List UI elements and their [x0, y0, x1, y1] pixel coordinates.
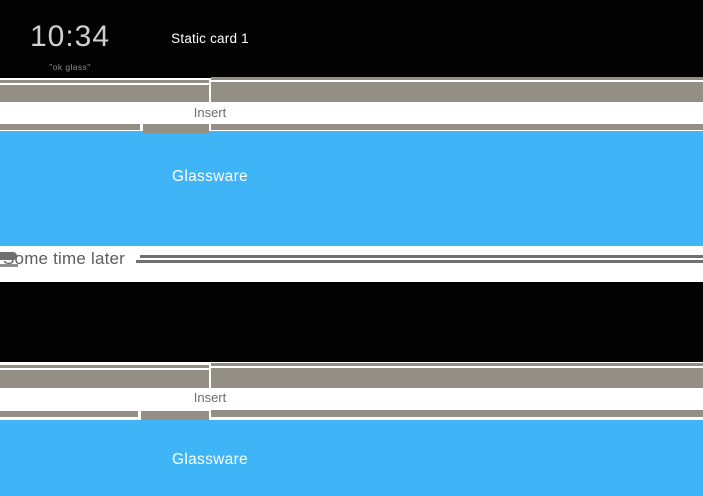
timeline-line-stub — [0, 252, 17, 260]
some-time-later-label: Some time later — [3, 249, 126, 268]
timeline-edge-bar — [211, 363, 703, 366]
glassware-label: Glassware — [172, 168, 248, 185]
insert-label: Insert — [193, 390, 227, 405]
insert-label: Insert — [193, 105, 227, 120]
glassware-card: Glassware — [0, 420, 703, 496]
glassware-label: Glassware — [172, 451, 248, 468]
timeline-strip-after: 10:34 "ok glass" Static card 2 Static ca… — [0, 282, 703, 362]
glassware-card: Glassware — [0, 131, 703, 246]
timeline-strip-before: 10:34 "ok glass" Static card 1 — [0, 0, 703, 78]
clock-time: 10:34 — [29, 20, 111, 53]
static-card-1-label: Static card 1 — [171, 31, 249, 46]
timeline-edge-bar — [143, 124, 209, 133]
timeline-edge-bar — [141, 411, 209, 420]
timeline-line — [136, 260, 703, 263]
home-clock-card: 10:34 "ok glass" — [28, 20, 112, 72]
timeline-edge-bar — [0, 365, 209, 368]
timeline-line — [140, 255, 703, 258]
timeline-edge-bar — [0, 80, 209, 83]
timeline-edge-bar — [0, 124, 140, 130]
timeline-edge-bar — [211, 410, 703, 417]
timeline-edge-bar — [0, 411, 138, 417]
timeline-edge-bar — [211, 124, 703, 130]
timeline-edge-bar — [211, 368, 703, 388]
timeline-edge-bar — [211, 77, 703, 80]
timeline-edge-bar — [0, 85, 209, 102]
timeline-edge-bar — [0, 370, 209, 388]
ok-glass-label: "ok glass" — [49, 62, 91, 72]
timeline-line-stub — [0, 264, 18, 267]
timeline-edge-bar — [211, 82, 703, 102]
